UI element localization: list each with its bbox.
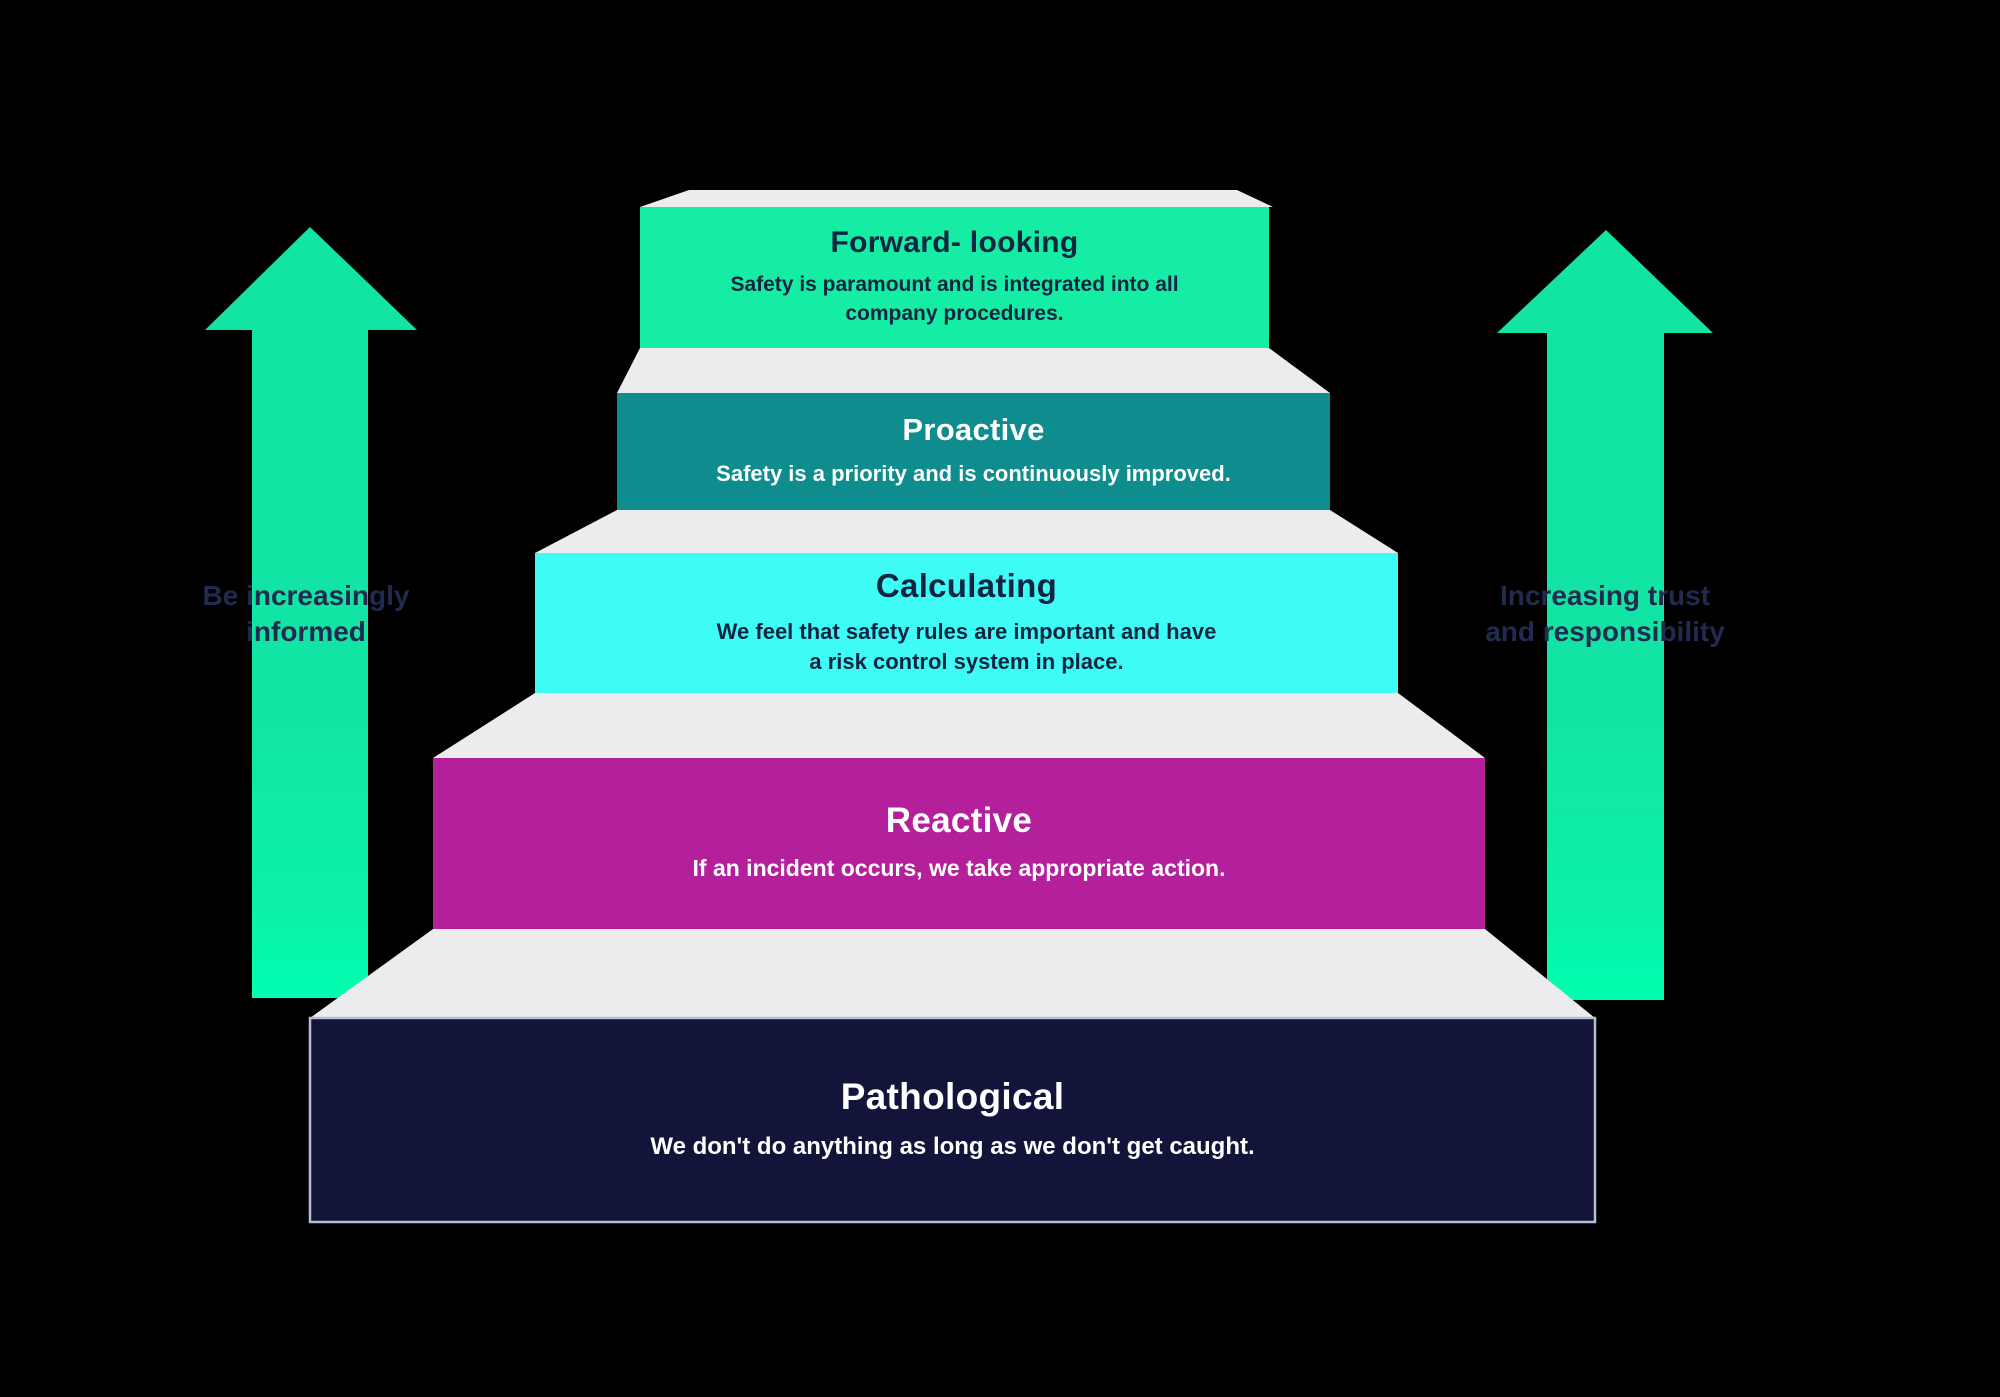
stair-cap-top [640, 190, 1273, 207]
step-face-forward-looking [640, 207, 1269, 348]
step-face-calculating [535, 553, 1398, 693]
left-up-arrow [205, 227, 417, 998]
tread-below-reactive [310, 929, 1595, 1018]
right-up-arrow [1497, 230, 1713, 1000]
tread-below-proactive [535, 510, 1398, 553]
step-face-reactive [433, 758, 1485, 929]
tread-below-calculating [433, 693, 1485, 758]
step-face-proactive [617, 393, 1330, 510]
tread-below-forward-looking [617, 348, 1330, 393]
step-face-pathological [308, 1016, 1597, 1224]
